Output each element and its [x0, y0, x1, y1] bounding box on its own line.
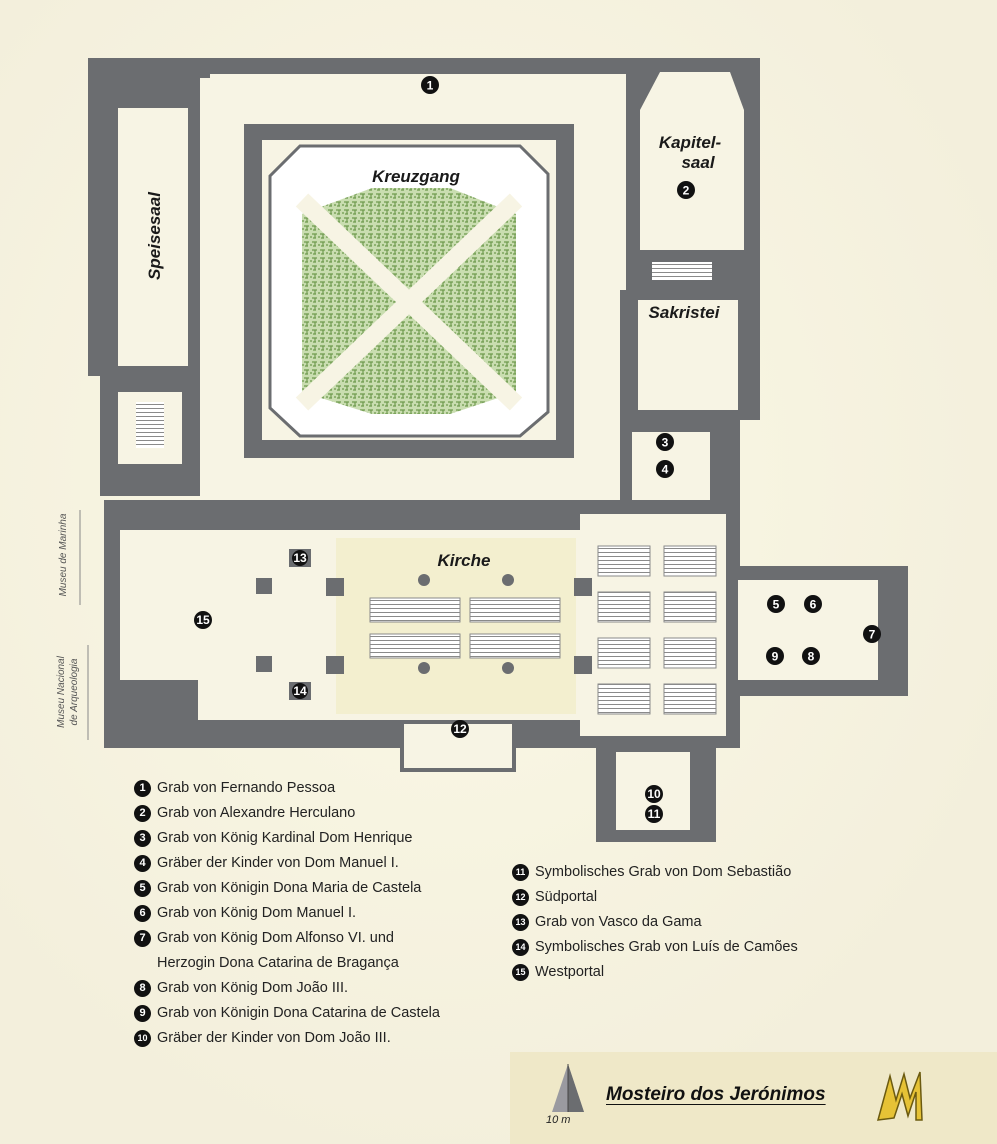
legend-text: Grab von König Dom Alfonso VI. und: [157, 930, 394, 946]
legend-badge: 1: [134, 780, 151, 797]
svg-text:11: 11: [648, 807, 661, 821]
legend-badge: 10: [134, 1030, 151, 1047]
legend-badge: 6: [134, 905, 151, 922]
legend-text: Südportal: [535, 889, 598, 905]
legend-text: Westportal: [535, 964, 605, 980]
title-panel: 10 m Mosteiro dos Jerónimos: [510, 1052, 997, 1144]
svg-text:4: 4: [662, 463, 669, 477]
svg-text:1: 1: [427, 79, 434, 93]
cloister-garden: [295, 188, 523, 414]
map-markers: 1 2 3 4 5 6 7 8 9 10 11 12 13 14 15: [194, 76, 881, 823]
label-kapitelsaal-line2: saal: [681, 153, 715, 172]
legend-badge: 2: [134, 805, 151, 822]
svg-text:8: 8: [808, 650, 815, 664]
legend-left: 1 Grab von Fernando Pessoa 2 Grab von Alex…: [134, 776, 514, 1051]
legend-text: Symbolisches Grab von Luís de Camões: [535, 939, 798, 955]
legend-item-13: 13 Grab von Vasco da Gama: [512, 910, 872, 935]
legend-badge: 5: [134, 880, 151, 897]
scale-label: 10 m: [546, 1114, 571, 1126]
label-sakristei: Sakristei: [649, 303, 721, 322]
marker-9: 9: [766, 647, 784, 665]
svg-text:6: 6: [810, 598, 817, 612]
label-speisesaal: Speisesaal: [145, 191, 164, 280]
pillars: [256, 574, 592, 674]
legend-item-11: 11 Symbolisches Grab von Dom Sebastião: [512, 860, 872, 885]
marker-15: 15: [194, 611, 212, 629]
legend-text: Grab von Königin Dona Catarina de Castel…: [157, 1005, 440, 1021]
legend-item-7-continued: Herzogin Dona Catarina de Bragança: [134, 951, 514, 976]
svg-text:2: 2: [683, 184, 690, 198]
legend-badge: 7: [134, 930, 151, 947]
svg-text:14: 14: [293, 684, 307, 698]
legend-text: Grab von Alexandre Herculano: [157, 805, 356, 821]
label-museu-arqueologia-line2: de Arqueologia: [69, 658, 80, 725]
legend-text: Gräber der Kinder von Dom Manuel I.: [157, 855, 399, 871]
marker-13: 13: [289, 549, 311, 567]
legend-text: Grab von Fernando Pessoa: [157, 780, 336, 796]
legend-badge: 9: [134, 1005, 151, 1022]
marker-4: 4: [656, 460, 674, 478]
legend-item-12: 12 Südportal: [512, 885, 872, 910]
legend-text: Herzogin Dona Catarina de Bragança: [157, 955, 399, 971]
svg-text:9: 9: [772, 650, 779, 664]
label-museu-arqueologia-line1: Museu Nacional: [56, 655, 67, 727]
legend-badge: 11: [512, 864, 529, 881]
legend-item-3: 3 Grab von König Kardinal Dom Henrique: [134, 826, 514, 851]
svg-text:12: 12: [453, 722, 467, 736]
svg-text:3: 3: [662, 436, 669, 450]
legend-text: Grab von Königin Dona Maria de Castela: [157, 880, 422, 896]
legend-badge: 4: [134, 855, 151, 872]
marker-11: 11: [645, 805, 663, 823]
legend-item-6: 6 Grab von König Dom Manuel I.: [134, 901, 514, 926]
legend-text: Gräber der Kinder von Dom João III.: [157, 1030, 391, 1046]
legend-badge: 12: [512, 889, 529, 906]
legend-text: Grab von König Dom Manuel I.: [157, 905, 357, 921]
marker-8: 8: [802, 647, 820, 665]
marker-14: 14: [289, 682, 311, 700]
label-museu-marinha: Museu de Marinha: [58, 513, 69, 596]
marker-12: 12: [451, 720, 469, 738]
legend-item-14: 14 Symbolisches Grab von Luís de Camões: [512, 935, 872, 960]
legend-item-5: 5 Grab von Königin Dona Maria de Castela: [134, 876, 514, 901]
marker-5: 5: [767, 595, 785, 613]
legend-badge: 14: [512, 939, 529, 956]
svg-text:15: 15: [196, 613, 210, 627]
legend-badge: 13: [512, 914, 529, 931]
svg-text:13: 13: [293, 551, 307, 565]
marker-2: 2: [677, 181, 695, 199]
pew-blocks: [369, 545, 717, 715]
map-title: Mosteiro dos Jerónimos: [606, 1084, 826, 1105]
legend-item-4: 4 Gräber der Kinder von Dom Manuel I.: [134, 851, 514, 876]
marker-7: 7: [863, 625, 881, 643]
legend-badge: 8: [134, 980, 151, 997]
label-kirche: Kirche: [438, 551, 491, 570]
marker-6: 6: [804, 595, 822, 613]
north-arrow-icon: [552, 1064, 584, 1112]
legend-badge: 15: [512, 964, 529, 981]
label-kapitelsaal-line1: Kapitel-: [659, 133, 722, 152]
legend-item-2: 2 Grab von Alexandre Herculano: [134, 801, 514, 826]
legend-text: Grab von König Dom João III.: [157, 980, 349, 996]
svg-text:5: 5: [773, 598, 780, 612]
legend-text: Grab von König Kardinal Dom Henrique: [157, 830, 413, 846]
legend-item-10: 10 Gräber der Kinder von Dom João III.: [134, 1026, 514, 1051]
svg-text:7: 7: [869, 628, 876, 642]
marker-1: 1: [421, 76, 439, 94]
legend-badge: 3: [134, 830, 151, 847]
label-kreuzgang: Kreuzgang: [372, 167, 460, 186]
legend-item-15: 15 Westportal: [512, 960, 872, 985]
marker-10: 10: [645, 785, 663, 803]
marker-3: 3: [656, 433, 674, 451]
legend-item-9: 9 Grab von Königin Dona Catarina de Caste…: [134, 1001, 514, 1026]
legend-right: 11 Symbolisches Grab von Dom Sebastião 12…: [512, 860, 872, 985]
logo-icon: [876, 1071, 923, 1121]
legend-text: Symbolisches Grab von Dom Sebastião: [535, 864, 792, 880]
legend-text: Grab von Vasco da Gama: [535, 914, 702, 930]
legend-item-1: 1 Grab von Fernando Pessoa: [134, 776, 514, 801]
legend-item-7: 7 Grab von König Dom Alfonso VI. und: [134, 926, 514, 951]
legend-item-8: 8 Grab von König Dom João III.: [134, 976, 514, 1001]
svg-text:10: 10: [647, 787, 661, 801]
